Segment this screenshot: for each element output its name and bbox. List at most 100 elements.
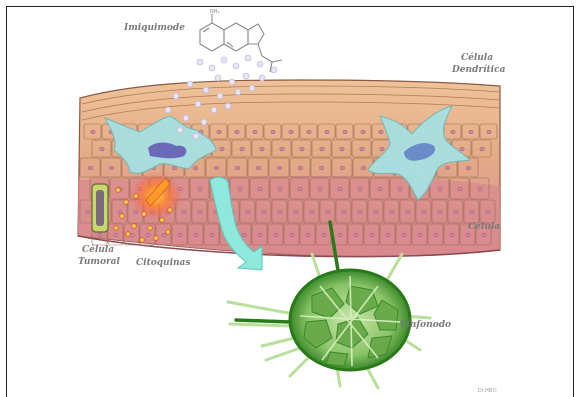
cell-nucleus bbox=[277, 166, 281, 170]
cell-nucleus bbox=[278, 210, 282, 214]
tumor-cell-label-line2: Tumoral bbox=[78, 256, 118, 268]
cell-nucleus bbox=[240, 147, 244, 151]
cell-nucleus bbox=[220, 147, 224, 151]
cell-nucleus bbox=[86, 210, 90, 214]
cell-nucleus bbox=[214, 166, 218, 170]
tumor-cell-label-line1: Célula bbox=[78, 244, 118, 256]
cell-nucleus bbox=[466, 166, 470, 170]
cell-nucleus bbox=[194, 233, 198, 237]
cell-nucleus bbox=[360, 147, 364, 151]
cytokine-dot bbox=[134, 194, 139, 199]
cell-nucleus bbox=[246, 210, 250, 214]
cell-nucleus bbox=[298, 166, 302, 170]
cell-nucleus bbox=[358, 210, 362, 214]
cell-nucleus bbox=[451, 130, 455, 134]
tumor-cell bbox=[92, 184, 108, 232]
cell-nucleus bbox=[418, 233, 422, 237]
cell-nucleus bbox=[278, 187, 282, 191]
imiquimod-bubble bbox=[259, 75, 265, 81]
imiquimod-structure-icon bbox=[200, 14, 282, 72]
cell-nucleus bbox=[342, 210, 346, 214]
basal-cell-label: Célula bbox=[468, 221, 500, 233]
imiquimod-bubble bbox=[215, 75, 221, 81]
cell-nucleus bbox=[318, 187, 322, 191]
cell-nucleus bbox=[482, 233, 486, 237]
imiquimod-bubble bbox=[235, 89, 241, 95]
cell-nucleus bbox=[91, 130, 95, 134]
cell-nucleus bbox=[379, 130, 383, 134]
cell-nucleus bbox=[454, 210, 458, 214]
cell-nucleus bbox=[358, 187, 362, 191]
imiquimod-bubble bbox=[187, 81, 193, 87]
cell-nucleus bbox=[198, 210, 202, 214]
cell-nucleus bbox=[438, 187, 442, 191]
cytokine-dot bbox=[140, 238, 145, 243]
basal-cell-label-line1: Célula bbox=[468, 221, 500, 233]
cell-nucleus bbox=[100, 147, 104, 151]
cell-nucleus bbox=[258, 187, 262, 191]
cytokine-dot bbox=[126, 232, 131, 237]
cell-nucleus bbox=[98, 233, 102, 237]
imiquimod-bubble bbox=[257, 61, 263, 67]
cell-nucleus bbox=[434, 233, 438, 237]
imiquimod-bubble bbox=[249, 85, 255, 91]
cell-nucleus bbox=[354, 233, 358, 237]
cell-nucleus bbox=[406, 210, 410, 214]
cell-nucleus bbox=[390, 210, 394, 214]
imiquimod-bubble bbox=[217, 93, 223, 99]
dendritic-cell-label-line2: Dendrítica bbox=[452, 64, 502, 76]
cell-nucleus bbox=[298, 187, 302, 191]
cell-nucleus bbox=[198, 187, 202, 191]
cell-nucleus bbox=[370, 233, 374, 237]
cell-nucleus bbox=[162, 233, 166, 237]
cell-nucleus bbox=[274, 233, 278, 237]
cell-nucleus bbox=[422, 210, 426, 214]
cell-nucleus bbox=[361, 166, 365, 170]
cell-nucleus bbox=[271, 130, 275, 134]
cell-nucleus bbox=[338, 187, 342, 191]
cell-nucleus bbox=[172, 166, 176, 170]
cell-nucleus bbox=[258, 233, 262, 237]
cytokine-dot bbox=[114, 226, 119, 231]
cell-nucleus bbox=[114, 233, 118, 237]
imiquimod-bubble bbox=[201, 119, 207, 125]
cell-nucleus bbox=[361, 130, 365, 134]
cell-nucleus bbox=[469, 130, 473, 134]
cell-nucleus bbox=[235, 166, 239, 170]
cell-nucleus bbox=[326, 210, 330, 214]
cell-nucleus bbox=[466, 233, 470, 237]
cell-nucleus bbox=[487, 130, 491, 134]
imiquimod-bubble bbox=[209, 65, 215, 71]
cell-nucleus bbox=[320, 147, 324, 151]
imiquimod-bubble bbox=[177, 127, 183, 133]
imiquimod-bubble bbox=[271, 67, 277, 73]
cytokine-dot bbox=[120, 214, 125, 219]
dendritic-cell-label: Célula Dendrítica bbox=[452, 52, 502, 76]
imiquimod-bubble bbox=[197, 59, 203, 65]
cytokine-dot bbox=[124, 200, 129, 205]
cell-nucleus bbox=[300, 147, 304, 151]
cell-nucleus bbox=[343, 130, 347, 134]
artist-credit: Dr.HB© bbox=[478, 388, 497, 394]
imiquimod-bubble bbox=[183, 115, 189, 121]
cell-nucleus bbox=[319, 166, 323, 170]
cell-nucleus bbox=[289, 130, 293, 134]
cytokine-dot bbox=[160, 218, 165, 223]
cell-nucleus bbox=[88, 166, 92, 170]
imiquimod-bubble bbox=[203, 87, 209, 93]
cytokine-dot bbox=[166, 230, 171, 235]
cell-nucleus bbox=[109, 166, 113, 170]
imiquimod-bubble bbox=[195, 101, 201, 107]
cell-nucleus bbox=[193, 166, 197, 170]
cell-nucleus bbox=[486, 210, 490, 214]
cytokine-dot bbox=[168, 208, 173, 213]
cell-nucleus bbox=[306, 233, 310, 237]
imiquimod-bubble bbox=[243, 73, 249, 79]
cell-nucleus bbox=[478, 187, 482, 191]
cytokine-dot bbox=[116, 188, 121, 193]
cell-nucleus bbox=[458, 187, 462, 191]
imiquimod-bubble bbox=[165, 107, 171, 113]
cell-nucleus bbox=[146, 233, 150, 237]
cell-nucleus bbox=[256, 166, 260, 170]
cell-nucleus bbox=[470, 210, 474, 214]
